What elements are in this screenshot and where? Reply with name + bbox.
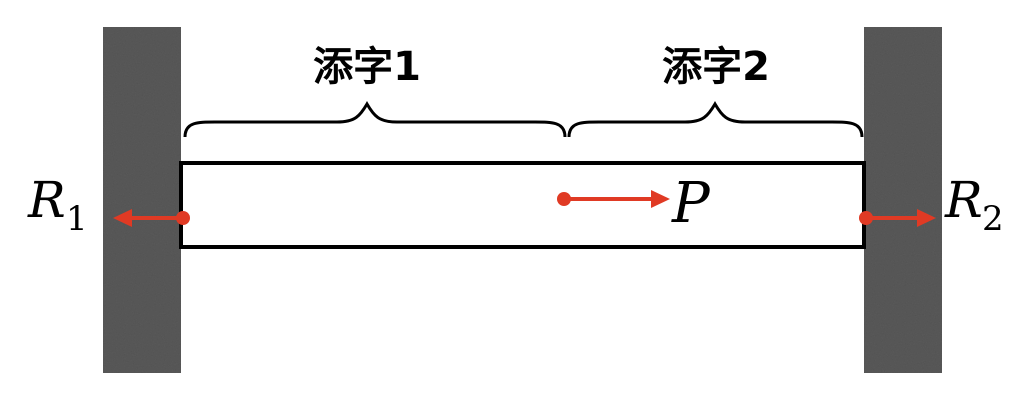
- load-p-arrow: [557, 190, 670, 208]
- right-wall-support: [864, 27, 942, 373]
- reaction-r1-arrow: [113, 209, 190, 227]
- reaction-r1-symbol: R: [27, 171, 66, 229]
- segment-1-label: 添字1: [313, 44, 421, 90]
- bar: [179, 161, 866, 249]
- segment-2-label: 添字2: [662, 44, 770, 90]
- reaction-r2-arrow: [859, 209, 936, 227]
- reaction-r2-subscript: 2: [982, 199, 1004, 239]
- reaction-r2-label: R 2: [944, 171, 1004, 239]
- load-p-label: P: [671, 171, 711, 236]
- reaction-r2-symbol: R: [944, 171, 983, 229]
- brace-segment-2: [567, 101, 864, 138]
- reaction-r1-label: R 1: [27, 171, 88, 239]
- reaction-r1-subscript: 1: [66, 199, 88, 239]
- left-wall-support: [103, 27, 181, 373]
- brace-segment-1: [183, 101, 567, 138]
